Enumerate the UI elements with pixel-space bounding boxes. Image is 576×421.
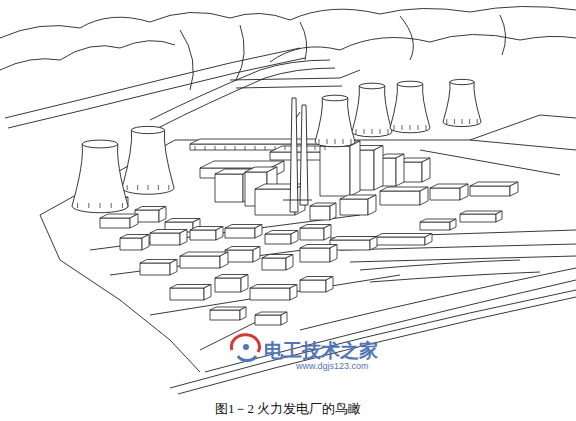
building [215,275,248,293]
building [300,225,331,241]
building [210,307,246,320]
cooling-tower [352,83,392,137]
building [170,285,211,301]
building [250,285,297,301]
building [262,255,293,271]
building [225,225,262,239]
building [375,234,432,246]
figure-caption: 图1－2 火力发电厂的鸟瞰 [215,400,361,418]
building [265,231,298,245]
watermark-url: www.dgjs123.com [296,361,369,371]
building [255,312,287,325]
building [380,187,428,205]
building [120,235,149,251]
building [190,227,223,241]
landscape [0,6,576,394]
building [300,245,337,263]
building [225,247,260,263]
building [180,252,228,268]
cooling-tower [315,95,355,147]
chimneys [283,98,312,212]
building [420,219,456,230]
building [470,182,518,196]
building [460,211,502,222]
building [340,195,376,215]
cooling-tower [443,79,481,126]
building [140,260,177,276]
building [300,277,333,293]
cooling-towers [72,79,481,212]
building [430,184,468,200]
watermark-text: 电工技术之家 [264,338,378,364]
building [320,141,360,196]
cooling-tower [122,126,174,194]
cooling-tower [72,140,128,213]
building [150,230,187,246]
watermark-logo [231,335,259,361]
building [135,207,166,223]
cooling-tower [390,81,430,133]
building [100,214,138,228]
building [310,203,336,220]
